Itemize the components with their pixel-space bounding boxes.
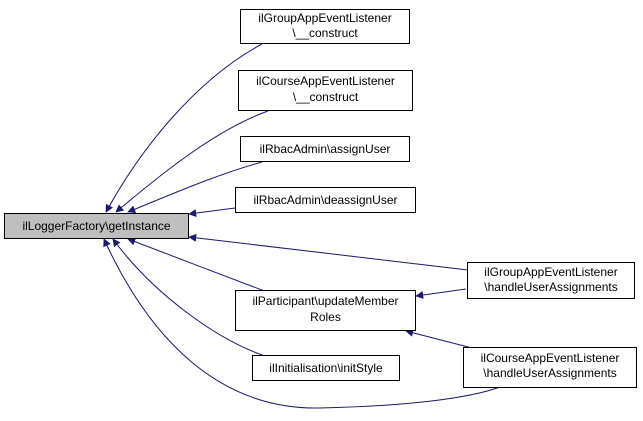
edge-init-style-to-root: [112, 238, 269, 358]
node-root-getinstance[interactable]: ilLoggerFactory\getInstance: [4, 213, 189, 239]
edge-rbac-assign-to-root: [127, 161, 263, 214]
node-course-handle[interactable]: ilCourseAppEventListener \handleUserAssi…: [463, 347, 637, 388]
node-group-construct[interactable]: ilGroupAppEventListener \__construct: [240, 9, 410, 44]
node-label: ilRbacAdmin\deassignUser: [253, 193, 397, 207]
node-label-line2: Roles: [310, 310, 341, 324]
edge-course-construct-to-root: [115, 110, 269, 213]
node-label: ilRbacAdmin\assignUser: [260, 142, 391, 156]
node-label-line1: ilParticipant\updateMember: [252, 294, 398, 308]
edge-group-construct-to-root: [105, 43, 263, 213]
edge-course-handle-to-root: [103, 238, 501, 409]
node-participant-update[interactable]: ilParticipant\updateMember Roles: [235, 290, 416, 331]
edge-rbac-deassign-to-root: [188, 207, 236, 218]
node-label: ilLoggerFactory\getInstance: [22, 219, 170, 233]
node-label-line1: ilCourseAppEventListener: [256, 74, 395, 88]
edges: [103, 43, 501, 409]
node-label-line2: \__construct: [293, 90, 359, 104]
node-label-line2: \handleUserAssignments: [483, 366, 616, 380]
node-label-line1: ilGroupAppEventListener: [484, 265, 617, 279]
node-label-line2: \__construct: [292, 26, 358, 40]
node-rbac-deassign[interactable]: ilRbacAdmin\deassignUser: [235, 187, 416, 213]
edge-group-handle-to-participant: [415, 288, 467, 299]
node-course-construct[interactable]: ilCourseAppEventListener \__construct: [238, 70, 413, 111]
node-init-style[interactable]: ilInitialisation\initStyle: [252, 355, 400, 381]
edge-group-handle-to-root: [188, 233, 469, 271]
node-group-handle[interactable]: ilGroupAppEventListener \handleUserAssig…: [467, 262, 635, 299]
node-label-line2: \handleUserAssignments: [484, 280, 617, 294]
node-label-line1: ilCourseAppEventListener: [481, 351, 620, 365]
edge-participant-to-root: [127, 237, 276, 296]
node-label: ilInitialisation\initStyle: [269, 361, 383, 375]
node-rbac-assign[interactable]: ilRbacAdmin\assignUser: [240, 136, 410, 162]
edge-course-handle-to-participant: [405, 328, 473, 349]
node-label-line1: ilGroupAppEventListener: [258, 11, 391, 25]
